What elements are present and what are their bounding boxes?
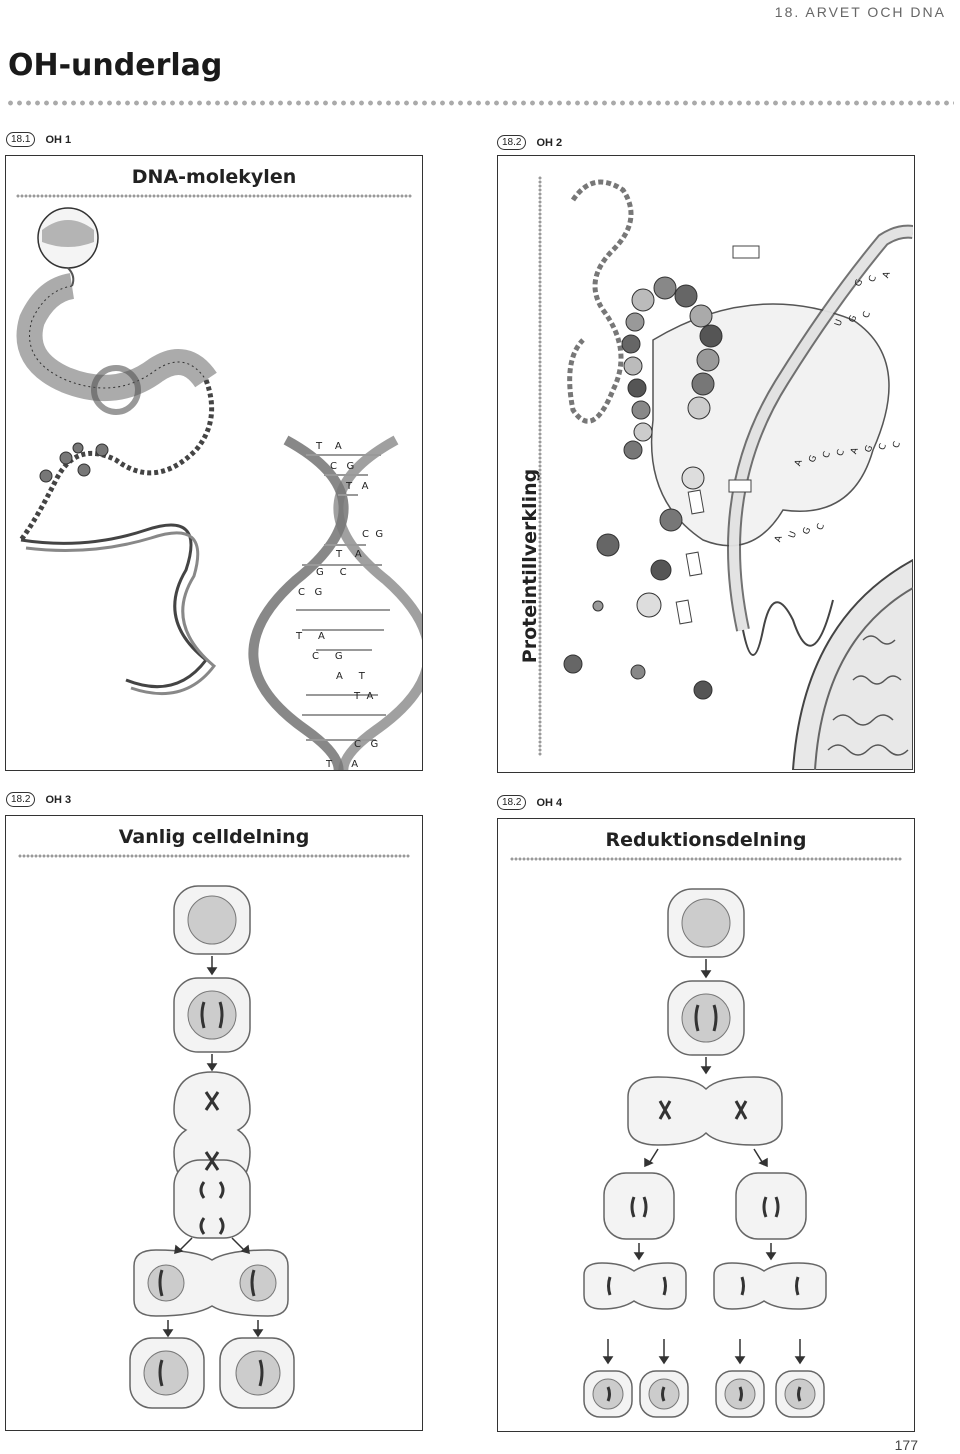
- oh4-badge: 18.2: [497, 795, 527, 810]
- base-pair: G C: [316, 567, 347, 578]
- oh3-text: OH 3: [45, 793, 72, 806]
- oh3-title: Vanlig celldelning: [118, 826, 310, 848]
- base-pair: C G: [354, 739, 379, 750]
- mrna-base: C: [835, 448, 847, 458]
- oh2-title: Proteintillverkling: [519, 469, 541, 663]
- oh4-title-divider: [510, 857, 902, 861]
- oh1-title: DNA-molekylen: [131, 166, 297, 188]
- base-pair: T A: [326, 759, 359, 770]
- oh4-text: OH 4: [536, 796, 563, 809]
- page-number: 177: [894, 1437, 918, 1453]
- mitosis-diagram: [129, 885, 295, 1409]
- mrna-base: C: [891, 440, 903, 450]
- oh3-title-divider: [18, 854, 410, 858]
- mrna-base: A: [773, 534, 785, 544]
- base-pair: C G: [330, 461, 355, 472]
- base-pair: C G: [362, 529, 384, 540]
- mrna-base: G: [807, 454, 820, 464]
- oh2-panel: Proteintillverkling: [497, 155, 915, 773]
- chapter-heading: 18. ARVET OCH DNA: [774, 4, 946, 20]
- protein-synthesis-illustration: [563, 179, 913, 770]
- oh2-label: 18.2 OH 2: [497, 135, 562, 150]
- oh1-badge: 18.1: [6, 132, 36, 147]
- oh2-badge: 18.2: [497, 135, 527, 150]
- mrna-base: A: [793, 458, 805, 468]
- oh1-panel: DNA-molekylen T A C: [5, 155, 423, 771]
- oh3-label: 18.2 OH 3: [6, 792, 71, 807]
- oh4-panel: Reduktionsdelning: [497, 818, 915, 1432]
- meiosis-diagram: [583, 888, 827, 1418]
- mrna-base: G: [853, 278, 866, 288]
- oh3-panel: Vanlig celldelning: [5, 815, 423, 1431]
- base-pair: T A: [346, 481, 369, 492]
- base-pair: T A: [336, 549, 362, 560]
- oh2-title-vertical: Proteintillverkling: [506, 356, 546, 736]
- mrna-base: U: [833, 318, 846, 328]
- header-dotted-divider: [6, 100, 954, 106]
- mrna-base: A: [849, 446, 861, 456]
- oh1-label: 18.1 OH 1: [6, 132, 71, 147]
- mrna-base: G: [801, 526, 814, 536]
- dna-illustration: [16, 207, 422, 770]
- mrna-base: C: [877, 442, 889, 452]
- base-pair: T A: [296, 631, 325, 642]
- oh4-title: Reduktionsdelning: [605, 829, 807, 851]
- mrna-base: C: [821, 450, 833, 460]
- base-pair: C G: [312, 651, 343, 662]
- base-pair: C G: [298, 587, 323, 598]
- page-title: OH-underlag: [8, 48, 223, 83]
- oh2-text: OH 2: [536, 136, 563, 149]
- oh3-badge: 18.2: [6, 792, 36, 807]
- mrna-codon-strip: G C A U G C A G C C A G C C A U G C: [736, 270, 914, 598]
- mrna-base: G: [847, 314, 860, 324]
- oh4-label: 18.2 OH 4: [497, 795, 562, 810]
- oh2-vertical-dots: [538, 176, 542, 756]
- base-pair: A T: [336, 671, 365, 682]
- base-pair: T A: [354, 691, 374, 702]
- oh1-text: OH 1: [45, 133, 72, 146]
- oh1-title-divider: [16, 194, 412, 198]
- mrna-base: C: [815, 522, 827, 532]
- mrna-base: G: [863, 444, 876, 454]
- mrna-base: C: [861, 310, 873, 320]
- mrna-base: U: [787, 530, 800, 540]
- base-pair: T A: [316, 441, 342, 452]
